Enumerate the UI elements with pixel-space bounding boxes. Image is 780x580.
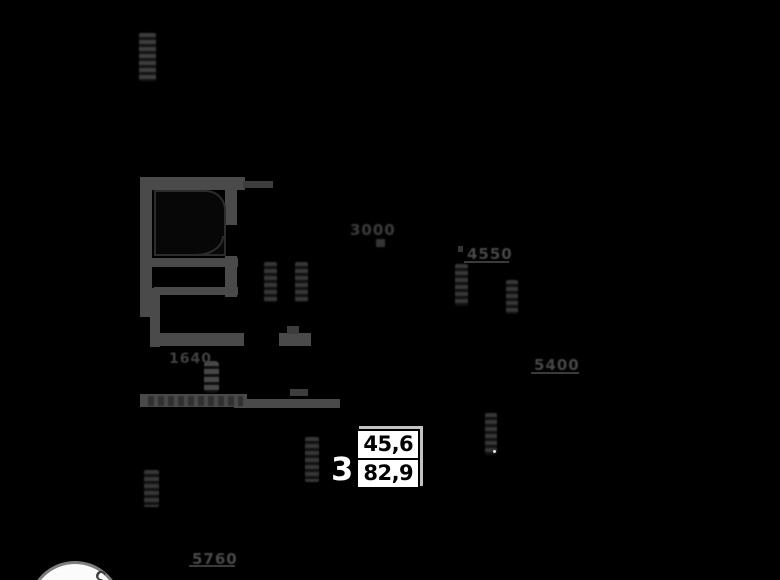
dimension-smudge	[148, 396, 243, 406]
vertical-dimension-mark	[305, 437, 319, 482]
wall-segment	[234, 399, 340, 408]
vertical-dimension-mark	[139, 33, 156, 81]
apartment-card[interactable]: 3 45,6 82,9	[331, 423, 434, 489]
wall-segment	[225, 183, 237, 225]
wall-segment	[150, 288, 160, 347]
wall-segment	[290, 389, 308, 396]
wall-segment	[287, 326, 299, 334]
dimension-line	[189, 565, 235, 567]
dimension-label: 3000	[350, 221, 396, 239]
wall-segment	[140, 177, 245, 190]
speck	[493, 450, 496, 453]
dimension-label: 1640	[169, 351, 212, 367]
vertical-dimension-mark	[485, 413, 497, 455]
vertical-dimension-mark	[295, 262, 308, 302]
vertical-dimension-mark	[264, 262, 277, 302]
compass-north-label: С	[92, 567, 108, 580]
rooms-count-label: 3	[331, 450, 354, 488]
radiator-symbol	[204, 361, 219, 393]
wall-segment	[154, 333, 244, 346]
dimension-label: 4550	[467, 245, 513, 263]
dimension-line	[531, 372, 579, 374]
vertical-dimension-mark	[144, 470, 159, 507]
dimension-label: 5400	[534, 356, 580, 374]
compass-circle: С	[28, 561, 122, 580]
dimension-tick	[376, 239, 385, 247]
dimension-line	[464, 261, 509, 263]
wall-segment	[154, 287, 238, 295]
dimension-tick	[458, 246, 463, 252]
wall-segment	[140, 177, 152, 317]
area-box: 45,6 82,9	[356, 429, 421, 489]
total-area-value: 82,9	[363, 461, 414, 485]
vertical-dimension-mark	[506, 280, 518, 314]
dimension-label: 5760	[192, 550, 238, 568]
wall-segment	[225, 256, 237, 297]
wall-segment	[150, 258, 238, 267]
wall-segment	[279, 333, 311, 346]
vertical-dimension-mark	[455, 264, 468, 306]
living-area-value: 45,6	[358, 431, 419, 460]
wall-segment	[243, 181, 273, 188]
